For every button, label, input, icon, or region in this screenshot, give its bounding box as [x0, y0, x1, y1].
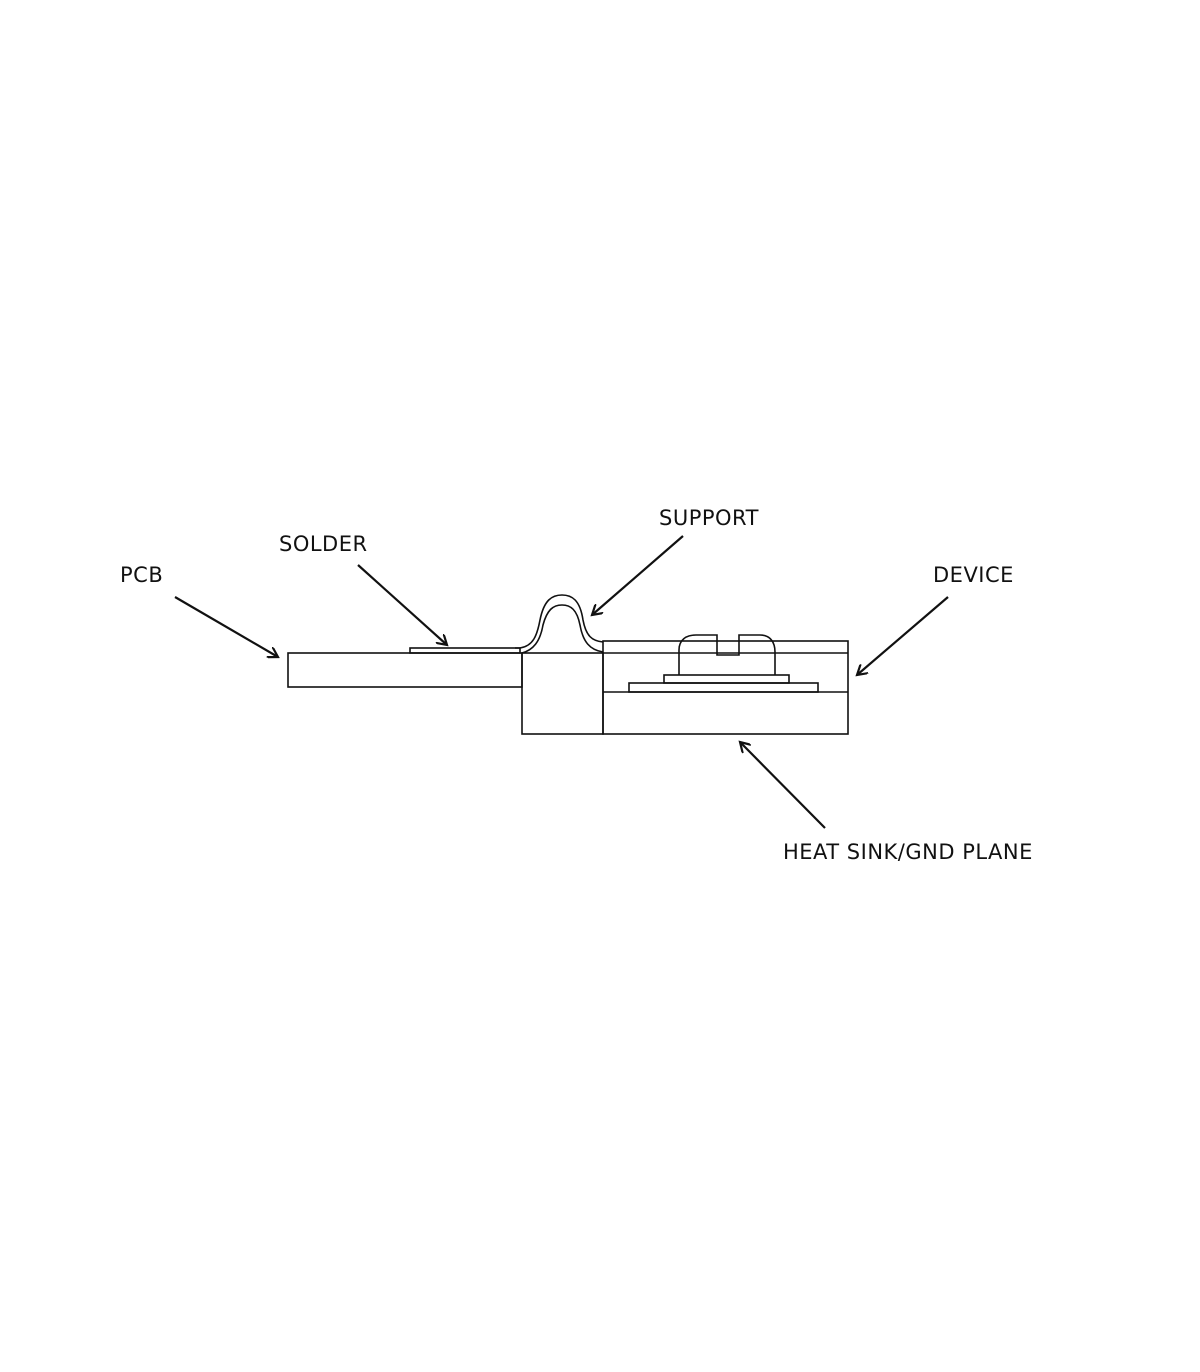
solder-label: SOLDER [279, 532, 368, 556]
support-block [521, 652, 604, 735]
screw-head [678, 634, 776, 675]
support-lead-outer [515, 594, 604, 649]
solder-arrow [357, 564, 447, 645]
heat-sink-arrow [740, 742, 826, 829]
support-label: SUPPORT [659, 506, 759, 530]
base-plate [628, 682, 819, 693]
pcb-arrow [174, 596, 278, 657]
pcb-board [287, 652, 523, 688]
device-arrow [857, 596, 949, 675]
solder-pad [409, 647, 521, 654]
device-body [602, 640, 849, 735]
support-arrow [592, 535, 684, 615]
pcb-label: PCB [120, 563, 163, 587]
die-plate [663, 674, 790, 684]
device-label: DEVICE [933, 563, 1014, 587]
heat-sink-label: HEAT SINK/GND PLANE [783, 840, 1033, 864]
support-lead-inner [521, 604, 604, 654]
